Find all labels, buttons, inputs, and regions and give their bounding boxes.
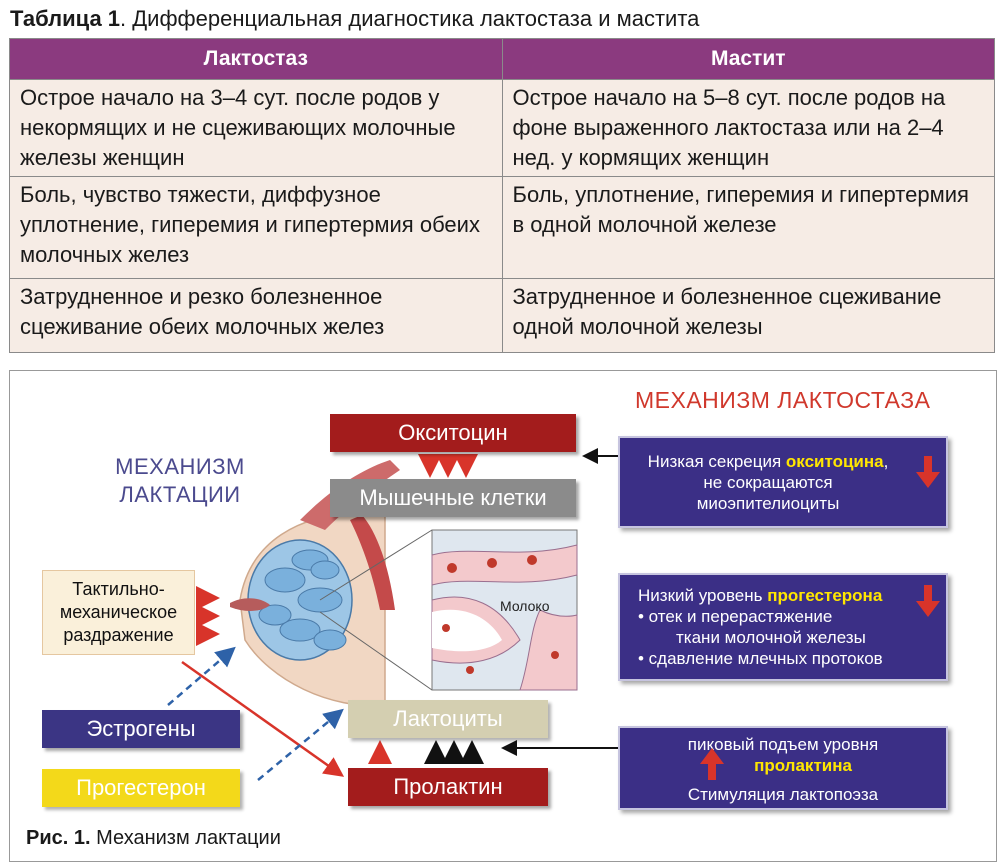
arrow-icon [181,660,345,777]
info1-pre: Низкая секреция [647,452,786,471]
lactocytes-box: Лактоциты [348,700,548,738]
oxytocin-box: Окситоцин [330,414,576,452]
caption-text: Механизм лактации [90,827,281,849]
right-arrows-icon [196,586,220,646]
table-cell: Боль, чувство тяжести, диффузное уплотне… [9,176,503,279]
table-cell: Затрудненное и резко болезненное сцежива… [9,278,503,353]
header-mastitis: Мастит [501,38,995,80]
diagnosis-table: Лактостаз Мастит Острое начало на 3–4 су… [9,38,995,353]
table-header-row: Лактостаз Мастит [9,38,995,80]
info3-highlight: пролактина [754,756,852,775]
up-arrow-icon [700,748,724,780]
figure-caption: Рис. 1. Механизм лактации [26,827,281,850]
table-row: Затрудненное и резко болезненное сцежива… [9,278,995,353]
tactile-stimulation-box: Тактильно-механическое раздражение [42,570,195,655]
table-row: Острое начало на 3–4 сут. после родов у … [9,79,995,177]
info2-pre: Низкий уровень [638,586,768,605]
table-cell: Острое начало на 3–4 сут. после родов у … [9,79,503,177]
info2-bullet2: • сдавление млечных протоков [638,649,883,668]
header-lactostasis: Лактостаз [9,38,503,80]
table-cell: Острое начало на 5–8 сут. после родов на… [501,79,995,177]
info1-line3: миоэпителиоциты [696,494,840,513]
mechanism-lactation-title: МЕХАНИЗМ ЛАКТАЦИИ [115,454,245,507]
info1-highlight: окситоцина [785,452,884,471]
info-box-oxytocin: Низкая секреция окситоцина, не сокращают… [618,436,948,528]
table-title-number: Таблица 1 [10,6,121,31]
down-arrows-icon [418,454,478,478]
table-title: Таблица 1. Дифференциальная диагностика … [10,6,699,32]
info2-bullet1a: • отек и перерастяжение [638,607,833,626]
up-arrows-icon [424,740,484,764]
table-row: Боль, чувство тяжести, диффузное уплотне… [9,176,995,279]
info3-line3: Стимуляция лактопоэза [687,785,879,804]
magnified-tissue [431,529,578,691]
milk-label: Молоко [500,598,550,614]
table-title-text: . Дифференциальная диагностика лактостаз… [120,6,700,31]
progesterone-box: Прогестерон [42,769,240,807]
muscle-cells-box: Мышечные клетки [330,479,576,517]
info3-line1: пиковый подъем уровня [687,735,879,754]
dashed-arrow-icon [167,646,236,706]
info-box-prolactin: пиковый подъем уровня пролактина Стимуля… [618,726,948,810]
info2-bullet1b: ткани молочной железы [676,628,866,647]
down-arrow-icon [916,456,940,488]
down-arrow-icon [916,585,940,617]
info1-line2: не сокращаются [703,473,833,492]
info2-highlight: прогестерона [767,586,883,605]
estrogens-box: Эстрогены [42,710,240,748]
breast-icon [230,460,433,707]
info-box-progesterone: Низкий уровень прогестерона • отек и пер… [618,573,948,681]
mechanism-lactostasis-title: МЕХАНИЗМ ЛАКТОСТАЗА [635,387,931,413]
dashed-arrow-icon [257,708,344,781]
table-cell: Боль, уплотнение, гиперемия и гипертерми… [501,176,995,279]
caption-number: Рис. 1. [26,827,91,849]
prolactin-box: Пролактин [348,768,548,806]
info1-post: , [883,452,889,471]
table-cell: Затрудненное и болезненное сцеживание од… [501,278,995,353]
